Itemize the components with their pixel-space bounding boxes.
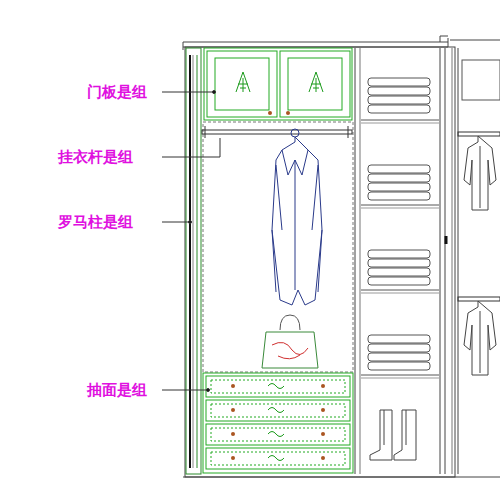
hanging-rod — [202, 126, 352, 138]
cabinet-frame — [185, 47, 455, 477]
coat — [272, 129, 322, 305]
hanging-rod-right — [458, 132, 500, 301]
callout-label: 罗马柱是组 — [58, 213, 133, 231]
shelves — [361, 60, 500, 378]
door-panels — [204, 48, 352, 120]
boots — [370, 410, 416, 460]
callout-label: 挂衣杆是组 — [58, 148, 133, 166]
callout-label: 门板是组 — [87, 83, 147, 101]
handbag — [262, 315, 318, 368]
callout-label: 抽面是组 — [87, 381, 147, 399]
drawer-fronts — [203, 373, 353, 473]
roman-pillar — [186, 48, 201, 474]
leader-lines — [162, 91, 220, 392]
shirts — [464, 136, 496, 375]
